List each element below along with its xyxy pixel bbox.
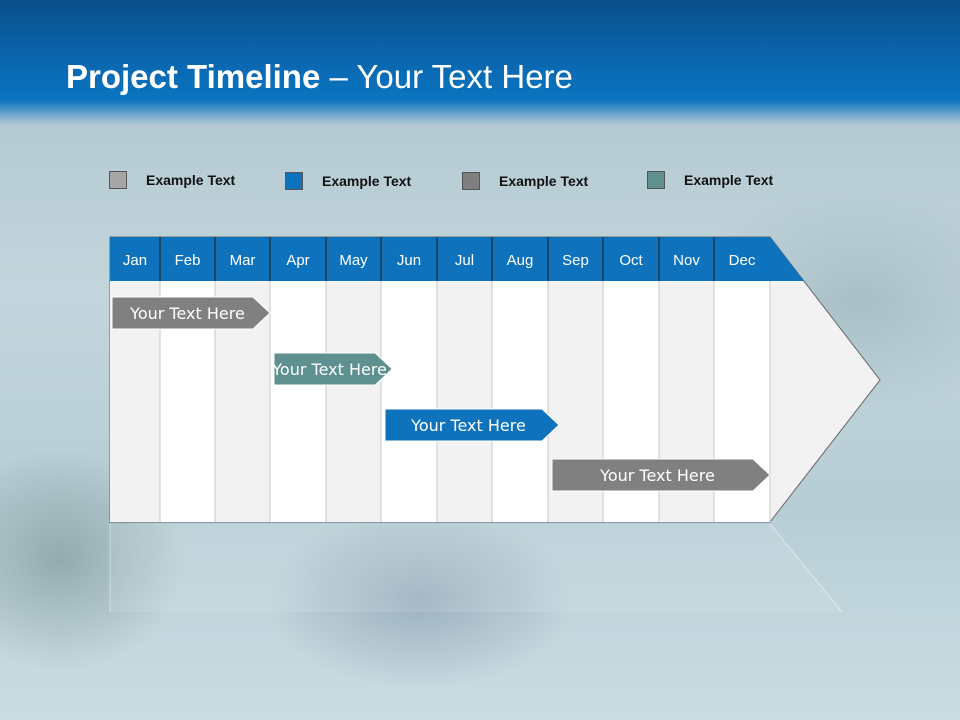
month-label-dec: Dec bbox=[729, 252, 756, 269]
slide-title[interactable]: Project Timeline – Your Text Here bbox=[66, 58, 573, 96]
task-bar-label: Your Text Here bbox=[599, 466, 715, 485]
legend-label-2: Example Text bbox=[322, 173, 412, 189]
task-bar-1[interactable]: Your Text Here bbox=[111, 296, 271, 330]
task-bar-shape bbox=[273, 352, 393, 386]
timeline-reflection bbox=[110, 524, 842, 612]
month-column-may bbox=[326, 281, 381, 522]
month-label-may: May bbox=[339, 252, 368, 269]
title-rest: – Your Text Here bbox=[320, 58, 573, 95]
legend-swatch-1 bbox=[109, 171, 127, 189]
legend-swatch-4 bbox=[647, 171, 665, 189]
month-label-feb: Feb bbox=[175, 252, 201, 269]
month-label-jul: Jul bbox=[455, 252, 474, 269]
month-label-mar: Mar bbox=[230, 252, 256, 269]
title-bold: Project Timeline bbox=[66, 58, 321, 95]
month-header-dividers bbox=[159, 237, 715, 281]
month-label-aug: Aug bbox=[507, 252, 534, 269]
month-label-apr: Apr bbox=[286, 252, 309, 269]
task-bar-shape bbox=[111, 296, 271, 330]
task-bar-3[interactable]: Your Text Here bbox=[384, 408, 560, 442]
month-column-aug bbox=[492, 281, 548, 522]
legend-label-1: Example Text bbox=[146, 172, 236, 188]
month-label-jan: Jan bbox=[123, 252, 147, 269]
month-label-sep: Sep bbox=[562, 252, 589, 269]
task-bar-shape bbox=[384, 408, 560, 442]
month-label-oct: Oct bbox=[619, 252, 643, 269]
task-bar-2[interactable]: Your Text Here bbox=[271, 352, 393, 386]
legend-swatch-3 bbox=[462, 172, 480, 190]
task-bar-label: Your Text Here bbox=[410, 416, 526, 435]
header-band bbox=[0, 0, 960, 125]
month-label-nov: Nov bbox=[673, 252, 700, 269]
task-bar-shape bbox=[551, 458, 771, 492]
month-label-jun: Jun bbox=[397, 252, 421, 269]
reflection-edge-right bbox=[769, 523, 843, 613]
legend-label-3: Example Text bbox=[499, 173, 589, 189]
month-labels: Jan Feb Mar Apr May Jun Jul Aug Sep Oct Nov Dec bbox=[123, 252, 756, 269]
month-columns bbox=[110, 281, 771, 522]
task-bar-4[interactable]: Your Text Here bbox=[551, 458, 771, 492]
task-bar-label: Your Text Here bbox=[129, 304, 245, 323]
month-column-jul bbox=[437, 281, 492, 522]
legend-swatch-2 bbox=[285, 172, 303, 190]
month-column-jun bbox=[381, 281, 437, 522]
month-column-apr bbox=[270, 281, 326, 522]
task-bar-label: Your Text Here bbox=[271, 360, 387, 379]
legend-label-4: Example Text bbox=[684, 172, 774, 188]
month-header-band bbox=[110, 237, 804, 281]
